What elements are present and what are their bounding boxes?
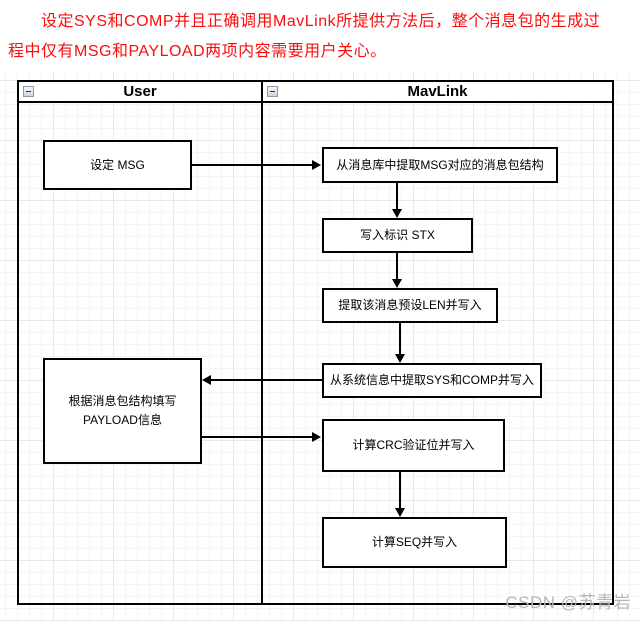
node-label-line-1: 根据消息包结构填写: [68, 394, 177, 408]
intro-line-2: 程中仅有MSG和PAYLOAD两项内容需要用户关心。: [8, 43, 387, 60]
node-write-seq: 计算SEQ并写入: [322, 517, 507, 568]
swimlane-body: [19, 103, 612, 603]
intro-line-1: 设定SYS和COMP并且正确调用MavLink所提供方法后，整个消息包的生成过: [41, 13, 601, 30]
node-write-stx: 写入标识 STX: [322, 218, 473, 253]
swimlane-pool: User MavLink: [17, 80, 614, 605]
connector-line: [399, 323, 401, 355]
node-write-sys-comp: 从系统信息中提取SYS和COMP并写入: [322, 363, 542, 398]
lane-header-user: User: [19, 82, 263, 101]
lane-title-user: User: [123, 83, 157, 100]
node-write-len: 提取该消息预设LEN并写入: [322, 288, 498, 323]
node-label: 计算CRC验证位并写入: [352, 438, 475, 452]
arrowhead-down-icon: [395, 508, 405, 517]
node-label: 写入标识 STX: [360, 228, 435, 242]
node-label-line-2: PAYLOAD信息: [83, 413, 162, 427]
node-extract-msg-struct: 从消息库中提取MSG对应的消息包结构: [322, 147, 558, 183]
connector-line: [211, 379, 322, 381]
arrowhead-left-icon: [202, 375, 211, 385]
collapse-icon[interactable]: [23, 86, 34, 97]
node-set-msg: 设定 MSG: [43, 140, 192, 190]
arrowhead-right-icon: [312, 432, 321, 442]
arrowhead-down-icon: [392, 209, 402, 218]
watermark: CSDN @苏青岩: [505, 593, 631, 612]
connector-line: [396, 183, 398, 210]
node-fill-payload: 根据消息包结构填写 PAYLOAD信息: [43, 358, 202, 464]
node-label: 计算SEQ并写入: [371, 535, 458, 549]
connector-line: [399, 472, 401, 509]
arrowhead-down-icon: [392, 279, 402, 288]
lane-title-mavlink: MavLink: [407, 83, 468, 100]
arrowhead-right-icon: [312, 160, 321, 170]
swimlane-header-row: User MavLink: [19, 82, 612, 103]
node-label: 设定 MSG: [90, 157, 145, 172]
intro-text: 设定SYS和COMP并且正确调用MavLink所提供方法后，整个消息包的生成过 …: [8, 7, 634, 67]
minus-glyph: [270, 91, 275, 92]
node-label: 从消息库中提取MSG对应的消息包结构: [336, 157, 544, 172]
minus-glyph: [26, 91, 31, 92]
collapse-icon[interactable]: [267, 86, 278, 97]
connector-line: [396, 253, 398, 280]
node-label: 提取该消息预设LEN并写入: [338, 298, 482, 312]
connector-line: [202, 436, 313, 438]
connector-line: [192, 164, 312, 166]
node-label: 从系统信息中提取SYS和COMP并写入: [329, 373, 534, 387]
lane-header-mavlink: MavLink: [263, 82, 612, 101]
node-write-crc: 计算CRC验证位并写入: [322, 419, 505, 472]
lane-user: [19, 103, 263, 603]
arrowhead-down-icon: [395, 354, 405, 363]
